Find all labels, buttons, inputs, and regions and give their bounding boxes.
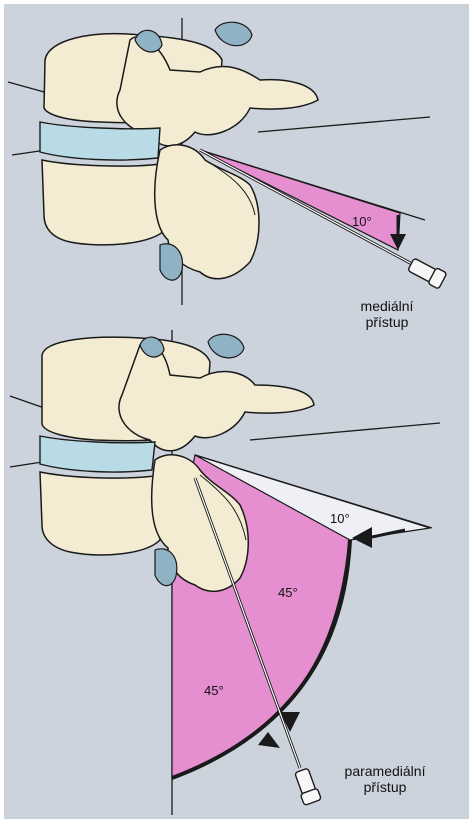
approach-label-bottom-line2: přístup <box>320 779 450 795</box>
needle-hub-bottom <box>293 767 322 805</box>
vertebra-lower-body-bottom <box>40 472 160 555</box>
needle-hub-top <box>407 256 447 289</box>
lamina-upper-bottom <box>119 342 314 451</box>
paramedial-approach-illustration <box>10 330 440 815</box>
angle-label-bottom-small: 10° <box>330 511 350 526</box>
arc-arrowhead-lower <box>258 732 280 748</box>
reference-line-bottom-right <box>250 423 440 440</box>
angle-label-bottom-lower: 45° <box>204 683 224 698</box>
approach-label-top-line1: mediální <box>342 298 432 314</box>
approach-label-top-line2: přístup <box>342 314 432 330</box>
approach-label-bottom-line1: paramediální <box>320 763 450 779</box>
approach-label-bottom: paramediální přístup <box>320 763 450 795</box>
approach-label-top: mediální přístup <box>342 298 432 330</box>
medial-approach-illustration <box>8 18 447 305</box>
articular-cap-bottom-2 <box>208 334 244 358</box>
angle-label-top: 10° <box>352 214 372 229</box>
angle-label-bottom-upper: 45° <box>278 585 298 600</box>
vertebra-lower-body-top <box>42 160 165 245</box>
reference-line-top-right <box>258 117 430 132</box>
articular-cap-top-2 <box>215 22 252 45</box>
